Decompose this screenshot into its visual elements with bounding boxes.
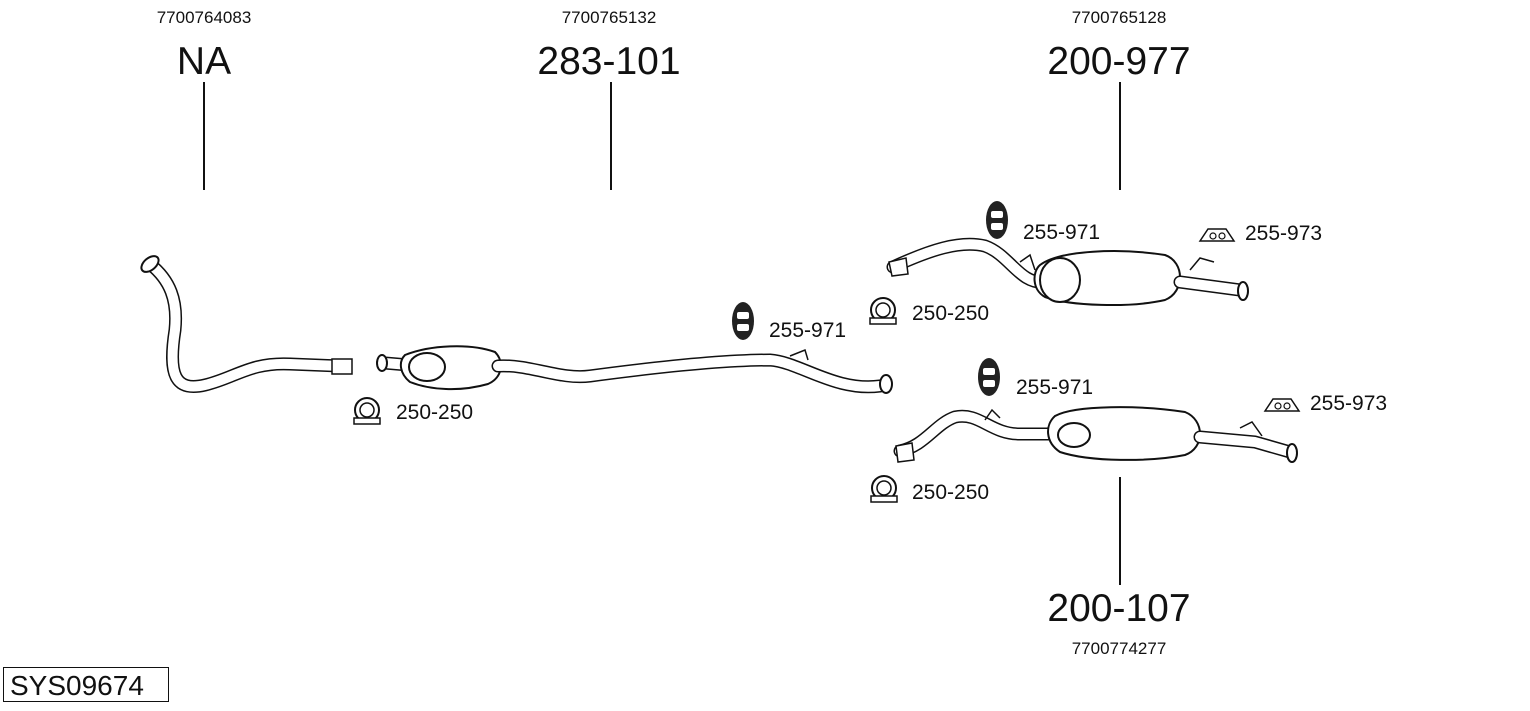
part-3-oem-number: 7700765128: [1071, 8, 1167, 27]
diagram-id-box: SYS09674: [3, 667, 169, 702]
part-4-number: 200-107: [1047, 587, 1191, 630]
clamp-icon: [870, 475, 898, 503]
accessory-label-bracket-1: 255-973: [1245, 222, 1323, 245]
mounting-bracket-icon: [1263, 398, 1301, 412]
part-3-number: 200-977: [1047, 40, 1191, 83]
rear-silencer-lower: [893, 406, 1298, 463]
rubber-hanger-icon: [978, 358, 1000, 396]
rear-silencer-upper: [886, 237, 1249, 307]
clamp-icon: [353, 397, 381, 425]
rubber-hanger-icon: [732, 302, 754, 340]
part-1-oem-number: 7700764083: [156, 8, 252, 27]
accessory-label-clamp-3: 250-250: [912, 481, 990, 504]
front-pipe: [140, 255, 353, 393]
part-1-number: NA: [176, 40, 232, 83]
accessory-label-clamp-2: 250-250: [912, 302, 990, 325]
accessory-label-hanger-1: 255-971: [769, 319, 847, 342]
diagram-id: SYS09674: [10, 670, 144, 701]
accessory-label-hanger-2: 255-971: [1023, 221, 1101, 244]
accessory-label-bracket-2: 255-973: [1310, 392, 1388, 415]
part-2-oem-number: 7700765132: [561, 8, 657, 27]
accessory-label-hanger-3: 255-971: [1016, 376, 1094, 399]
part-4-oem-number: 7700774277: [1071, 639, 1167, 658]
mounting-bracket-icon: [1198, 228, 1236, 242]
clamp-icon: [869, 297, 897, 325]
accessory-label-clamp-1: 250-250: [396, 401, 474, 424]
middle-silencer: [376, 345, 893, 394]
rubber-hanger-icon: [986, 201, 1008, 239]
part-2-number: 283-101: [537, 40, 681, 83]
